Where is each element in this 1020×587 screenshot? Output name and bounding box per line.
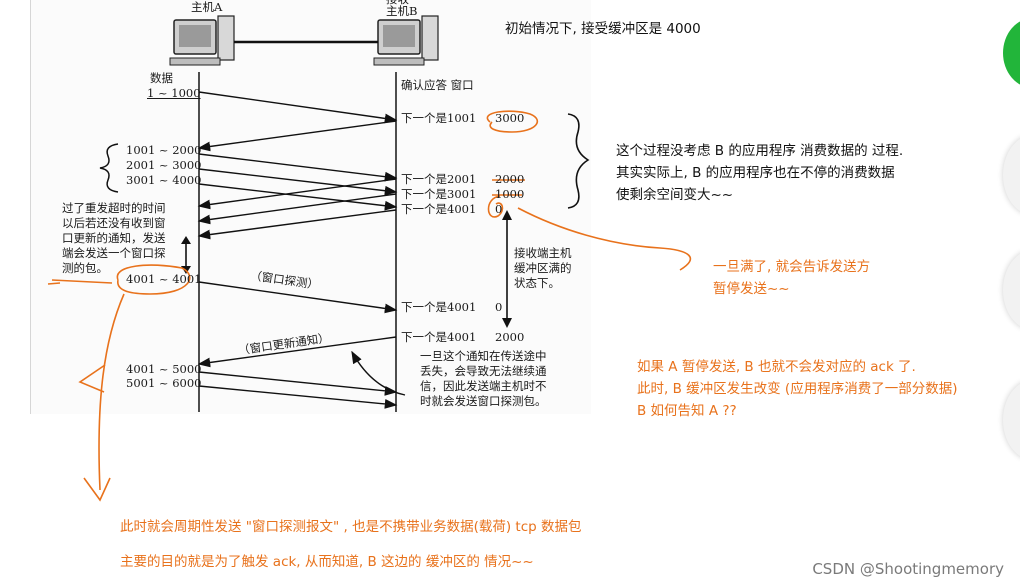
win5-label: 0 xyxy=(495,300,502,315)
arrow-seg3 xyxy=(199,169,396,192)
seg3-label: 2001 ~ 3000 xyxy=(126,158,201,173)
win6-label: 2000 xyxy=(495,330,524,345)
arrow-seg2 xyxy=(199,154,396,178)
seg1-label: 1 ~ 1000 xyxy=(147,86,201,101)
seg2-label: 1001 ~ 2000 xyxy=(126,143,201,158)
full-annotation: 一旦满了, 就会告诉发送方 暂停发送~~ xyxy=(713,256,870,300)
buffer-full-label: 接收端主机 缓冲区满的 状态下。 xyxy=(514,246,572,291)
arrow-ack3 xyxy=(199,194,396,221)
computer-b-icon xyxy=(374,16,438,65)
arrow-ack2 xyxy=(199,179,396,206)
host-b-label: 主机B xyxy=(386,4,417,19)
seg4-label: 3001 ~ 4000 xyxy=(126,173,201,188)
arrow-seg4 xyxy=(199,184,396,207)
purpose-annotation: 主要的目的就是为了触发 ack, 从而知道, B 这边的 缓冲区的 情况~~ xyxy=(120,551,534,573)
ack4-label: 下一个是4001 xyxy=(401,202,476,217)
long-arrowhead xyxy=(84,478,110,500)
win2-label: 2000 xyxy=(495,172,524,187)
ack1-label: 下一个是1001 xyxy=(401,111,476,126)
seg6-label: 4001 ~ 5000 xyxy=(126,362,201,377)
arrow-seg1 xyxy=(199,92,396,120)
watermark: CSDN @Shootingmemory xyxy=(812,560,1004,578)
initial-buffer-note: 初始情况下, 接受缓冲区是 4000 xyxy=(505,18,701,40)
win3-label: 1000 xyxy=(495,187,524,202)
periodic-probe-annotation: 此时就会周期性发送 "窗口探测报文" , 也是不携带业务数据(载荷) tcp 数… xyxy=(120,516,581,538)
underline-seg5 xyxy=(52,280,112,283)
ack2-label: 下一个是2001 xyxy=(401,172,476,187)
question-annotation: 如果 A 暂停发送, B 也就不会发对应的 ack 了. 此时, B 缓冲区发生… xyxy=(637,356,957,422)
win4-label: 0 xyxy=(495,202,502,217)
timeout-note: 过了重发超时的时间 以后若还没有收到窗 口更新的通知，发送 端会发送一个窗口探 … xyxy=(62,201,166,276)
ack6-label: 下一个是4001 xyxy=(401,330,476,345)
data-label: 数据 xyxy=(150,71,173,86)
seg7-label: 5001 ~ 6000 xyxy=(126,376,201,391)
ack-window-header: 确认应答 窗口 xyxy=(401,78,474,93)
win1-label: 3000 xyxy=(495,111,524,126)
small-dash xyxy=(48,283,60,284)
arrow-ack1 xyxy=(199,121,396,148)
ack3-label: 下一个是3001 xyxy=(401,187,476,202)
note-brace xyxy=(568,114,588,208)
host-a-label: 主机A xyxy=(191,0,222,15)
ack5-label: 下一个是4001 xyxy=(401,300,476,315)
arrow-ack4 xyxy=(199,210,396,236)
lost-notification-note: 一旦这个通知在传送途中 丢失，会导致无法继续通 信，因此发送端主机时不 时就会发… xyxy=(420,349,547,409)
consume-note: 这个过程没考虑 B 的应用程序 消费数据的 过程. 其实实际上, B 的应用程序… xyxy=(616,140,903,206)
segment-brace xyxy=(100,144,118,192)
computer-a-icon xyxy=(170,16,234,65)
